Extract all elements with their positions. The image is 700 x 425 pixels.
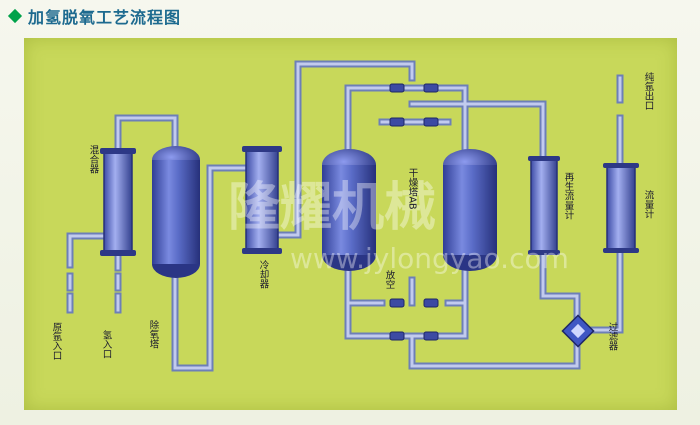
header: 加氢脱氧工艺流程图 (6, 4, 181, 28)
dryer-tower-b-vessel (443, 149, 497, 271)
valve-icon (423, 117, 439, 127)
valve-icon (389, 83, 405, 93)
filter-icon (561, 314, 595, 348)
valve-icon (389, 298, 405, 308)
label-cooler: 冷却器 (258, 259, 270, 288)
flowmeter-vessel (603, 163, 639, 253)
valve-group (389, 83, 439, 341)
label-vent: 放空 (384, 269, 396, 289)
deoxy-tower-vessel (152, 146, 200, 278)
dryer-tower-a-vessel (322, 149, 376, 271)
label-raw-inlet: 原氩入口 (51, 322, 63, 360)
label-regen-flowmeter: 再生流量计 (563, 172, 575, 220)
valve-icon (423, 298, 439, 308)
valve-icon (389, 331, 405, 341)
regen-flowmeter-vessel (528, 156, 560, 255)
label-dryer: 干燥塔AB (407, 168, 419, 210)
valve-icon (423, 331, 439, 341)
valve-icon (423, 83, 439, 93)
label-mixer: 混合器 (88, 145, 100, 174)
mixer-vessel (100, 148, 136, 256)
label-pure-outlet: 纯氩出口 (643, 71, 655, 110)
cooler-vessel (242, 146, 282, 254)
label-h2-inlet: 氢入口 (101, 329, 113, 358)
label-group: 混合器 除氧塔 冷却器 干燥塔AB 放空 再生流量计 流量计 纯氩出口 过滤器 … (51, 71, 655, 360)
watermark-brand: 隆耀机械 (228, 178, 436, 238)
page-title: 加氢脱氧工艺流程图 (28, 8, 182, 27)
label-flowmeter: 流量计 (643, 189, 655, 219)
valve-icon (389, 117, 405, 127)
label-deoxy-tower: 除氧塔 (148, 319, 160, 349)
watermark-url: www.jylongyao.com (290, 242, 569, 275)
label-filter: 过滤器 (607, 321, 619, 350)
